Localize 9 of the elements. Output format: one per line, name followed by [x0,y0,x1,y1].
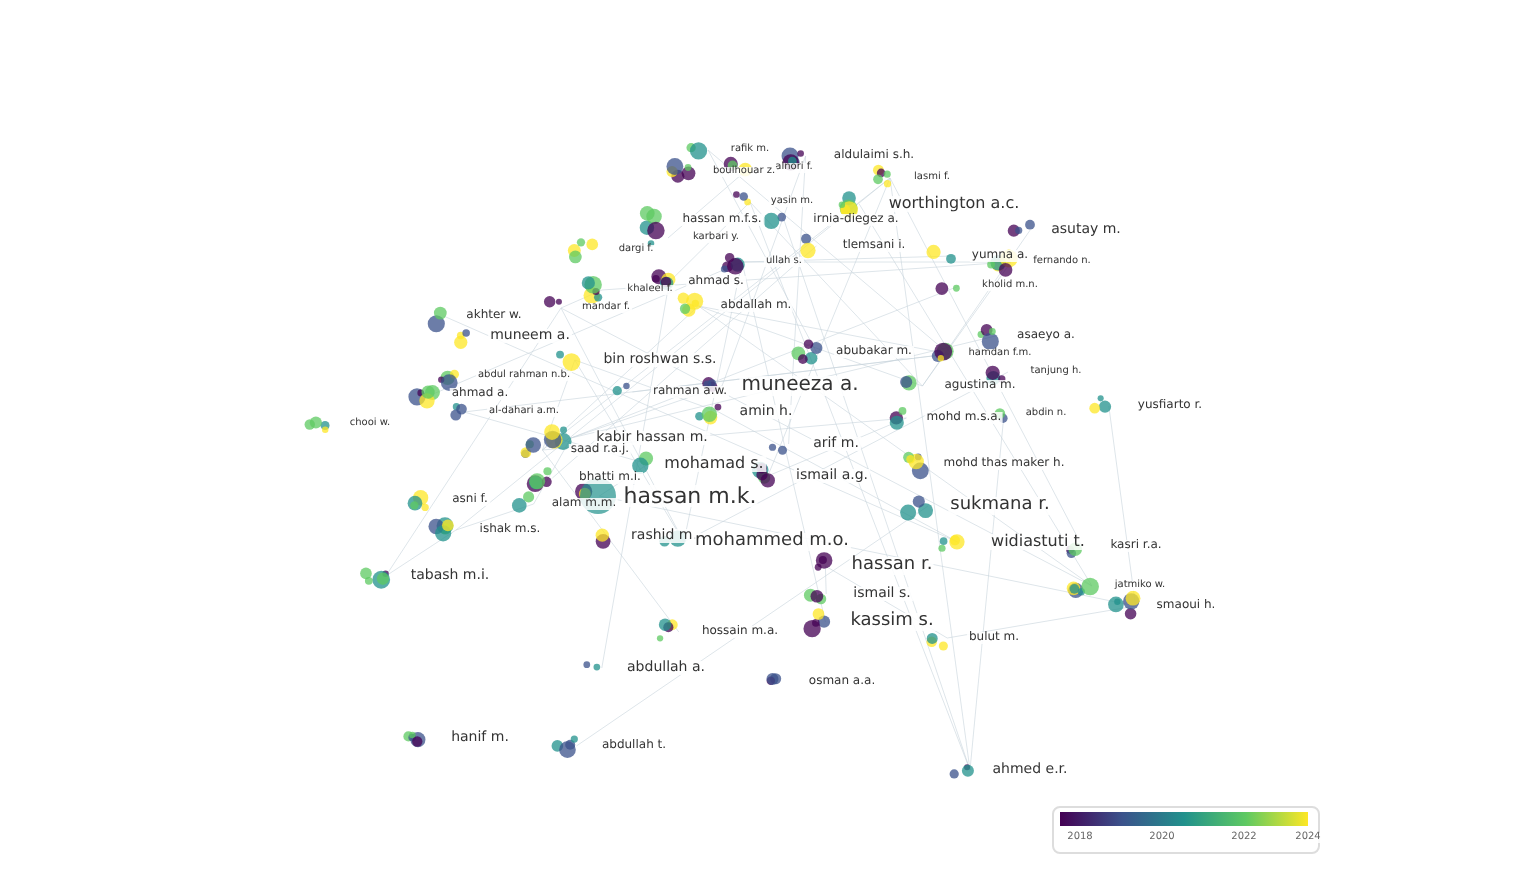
author-label: kassim s. [848,613,936,631]
author-label: hassan r. [849,557,935,575]
author-label: muneeza a. [739,376,861,396]
author-label: widiastuti t. [989,534,1087,550]
author-label: mohammed m.o. [693,533,851,551]
author-label: sukmana r. [948,497,1052,515]
author-label: mohamad s. [662,456,766,472]
author-label: worthington a.c. [886,196,1022,212]
author-label: hassan m.k. [621,485,759,507]
